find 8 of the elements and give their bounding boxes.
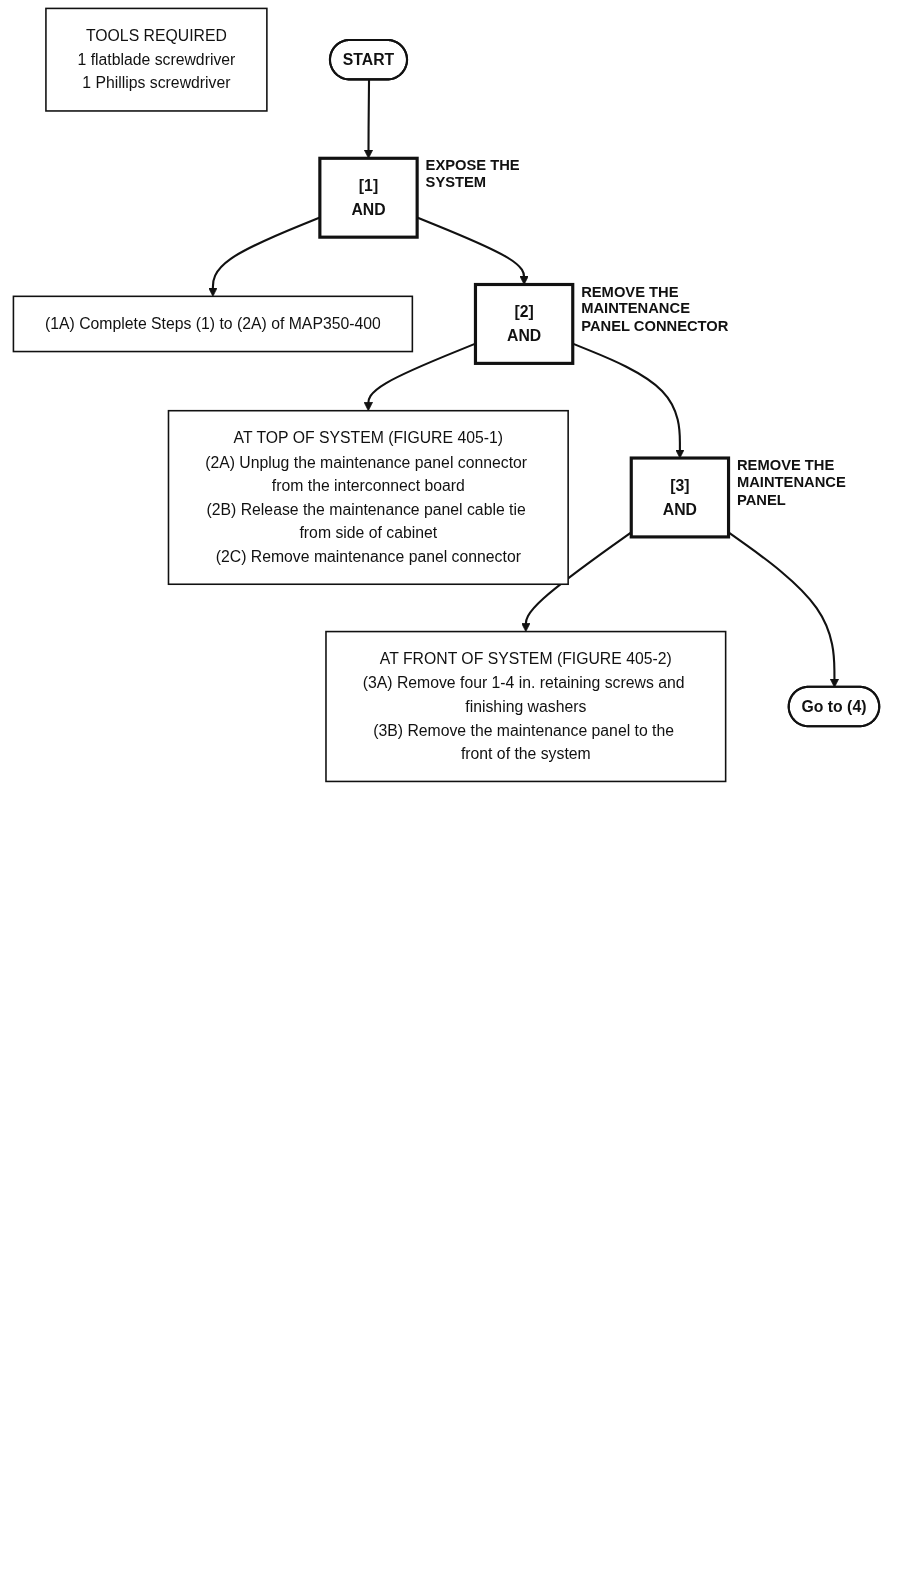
node-box bbox=[45, 7, 268, 112]
node-box bbox=[318, 156, 419, 239]
node-box bbox=[325, 630, 727, 783]
node-box bbox=[167, 409, 569, 586]
node-box bbox=[473, 282, 575, 365]
node-box bbox=[12, 295, 414, 353]
node-box bbox=[629, 456, 731, 539]
arrow bbox=[363, 79, 374, 159]
